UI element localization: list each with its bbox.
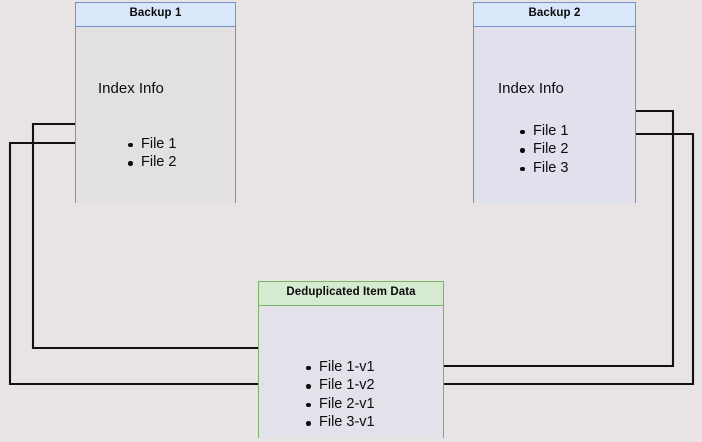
list-item: File 2 <box>518 140 568 159</box>
node-deduplicated-item-data-body: File 1-v1 File 1-v2 File 2-v1 File 3-v1 <box>259 305 443 438</box>
node-deduplicated-item-data-header: Deduplicated Item Data <box>259 282 443 306</box>
list-item: File 2 <box>126 153 176 172</box>
list-item: File 3-v1 <box>304 413 375 432</box>
backup-2-index-info-label: Index Info <box>498 79 564 97</box>
list-item: File 2-v1 <box>304 395 375 414</box>
node-backup-1-header: Backup 1 <box>76 3 235 27</box>
list-item: File 1-v2 <box>304 376 375 395</box>
node-deduplicated-item-data[interactable]: Deduplicated Item Data File 1-v1 File 1-… <box>258 281 444 438</box>
node-backup-1[interactable]: Backup 1 Index Info File 1 File 2 <box>75 2 236 203</box>
node-backup-2[interactable]: Backup 2 Index Info File 1 File 2 File 3 <box>473 2 636 203</box>
list-item: File 1 <box>126 135 176 154</box>
list-item: File 1-v1 <box>304 358 375 377</box>
backup-1-index-info-label: Index Info <box>98 79 164 97</box>
backup-2-file-list: File 1 File 2 File 3 <box>518 122 568 178</box>
list-item: File 1 <box>518 122 568 141</box>
deduplicated-file-list: File 1-v1 File 1-v2 File 2-v1 File 3-v1 <box>304 358 375 432</box>
backup-1-file-list: File 1 File 2 <box>126 135 176 172</box>
node-backup-2-header: Backup 2 <box>474 3 635 27</box>
node-backup-1-body: Index Info File 1 File 2 <box>76 26 235 203</box>
node-backup-2-body: Index Info File 1 File 2 File 3 <box>474 26 635 203</box>
list-item: File 3 <box>518 159 568 178</box>
